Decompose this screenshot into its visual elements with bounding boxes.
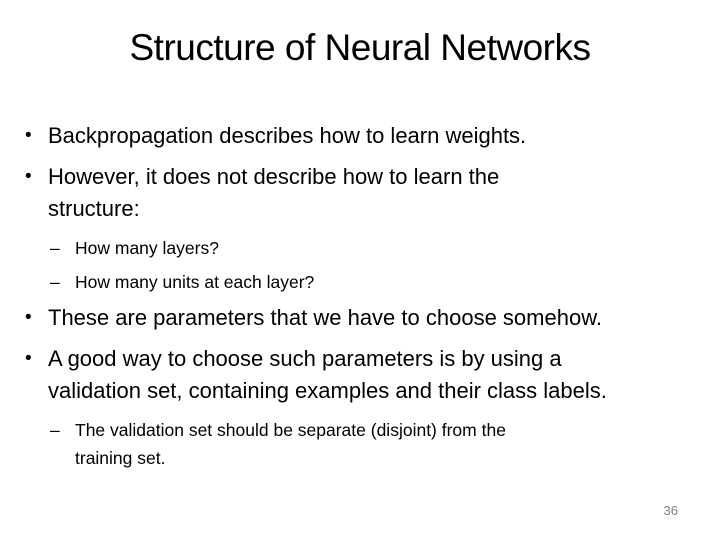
dash-icon: – <box>50 238 60 258</box>
bullet-item: – How many units at each layer? <box>50 268 707 296</box>
bullet-item: – The validation set should be separate … <box>50 416 707 472</box>
bullet-icon: • <box>25 125 32 146</box>
bullet-item: • Backpropagation describes how to learn… <box>25 120 707 152</box>
bullet-item: • However, it does not describe how to l… <box>25 161 707 225</box>
bullet-icon: • <box>25 307 32 328</box>
bullet-item: • A good way to choose such parameters i… <box>25 343 707 407</box>
bullet-text: A good way to choose such parameters is … <box>48 346 607 403</box>
bullet-text: How many units at each layer? <box>75 272 315 292</box>
bullet-item: • These are parameters that we have to c… <box>25 302 707 334</box>
bullet-text: However, it does not describe how to lea… <box>48 164 500 221</box>
bullet-list: • Backpropagation describes how to learn… <box>25 120 707 478</box>
slide-title: Structure of Neural Networks <box>129 27 591 68</box>
dash-icon: – <box>50 420 60 440</box>
bullet-icon: • <box>25 348 32 369</box>
bullet-text: These are parameters that we have to cho… <box>48 305 602 330</box>
bullet-text: Backpropagation describes how to learn w… <box>48 123 527 148</box>
bullet-icon: • <box>25 166 32 187</box>
bullet-text: The validation set should be separate (d… <box>75 420 506 468</box>
dash-icon: – <box>50 272 60 292</box>
page-number: 36 <box>663 503 678 518</box>
bullet-text: How many layers? <box>75 238 219 258</box>
bullet-item: – How many layers? <box>50 234 707 262</box>
